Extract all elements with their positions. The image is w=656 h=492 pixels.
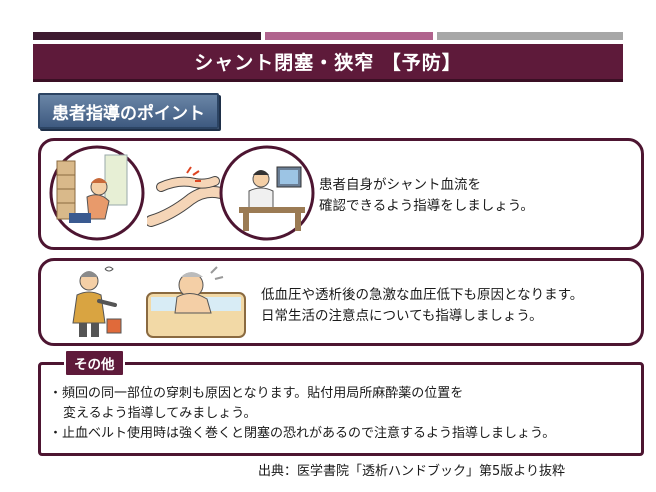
arm-palpation-illustration (147, 166, 227, 227)
card-check-shunt: 患者自身がシャント血流を 確認できるよう指導をしましょう。 (38, 138, 644, 250)
card2-line: 低血圧や透析後の急激な血圧低下も原因となります。 (261, 287, 584, 303)
other-label: その他 (64, 349, 125, 377)
dizzy-woman-illustration (72, 266, 122, 337)
home-scene-illustration (49, 145, 145, 241)
card1-text: 患者自身がシャント血流を 確認できるよう指導をしましょう。 (319, 175, 534, 217)
other-notes-box: ・頻回の同一部位の穿刺も原因となります。貼付用局所麻酔薬の位置を 変えるよう指導… (38, 362, 644, 456)
card2-line: 日常生活の注意点についても指導しましょう。 (261, 308, 543, 324)
card1-line: 確認できるよう指導をしましょう。 (319, 198, 534, 214)
other-line: 変えるよう指導してみましょう。 (63, 406, 257, 421)
bar-mauve (265, 32, 433, 40)
bath-illustration (146, 266, 246, 338)
desk-work-illustration (219, 145, 315, 241)
other-notes-text: ・頻回の同一部位の穿刺も原因となります。貼付用局所麻酔薬の位置を 変えるよう指導… (49, 384, 555, 444)
bar-dark (33, 32, 261, 40)
card-blood-pressure: 低血圧や透析後の急激な血圧低下も原因となります。 日常生活の注意点についても指導… (38, 258, 644, 346)
other-line: ・止血ベルト使用時は強く巻くと閉塞の恐れがあるので注意するよう指導しましょう。 (49, 426, 556, 441)
section-label: 患者指導のポイント (38, 93, 219, 129)
source-citation: 出典：医学書院「透析ハンドブック」第5版より抜粋 (258, 464, 566, 479)
card2-text: 低血圧や透析後の急激な血圧低下も原因となります。 日常生活の注意点についても指導… (261, 285, 583, 327)
top-decorative-bars (33, 32, 623, 40)
card1-line: 患者自身がシャント血流を (319, 177, 481, 193)
page-title: シャント閉塞・狭窄 【予防】 (33, 44, 623, 82)
other-line: ・頻回の同一部位の穿刺も原因となります。貼付用局所麻酔薬の位置を (49, 386, 464, 401)
bar-grey (437, 32, 623, 40)
